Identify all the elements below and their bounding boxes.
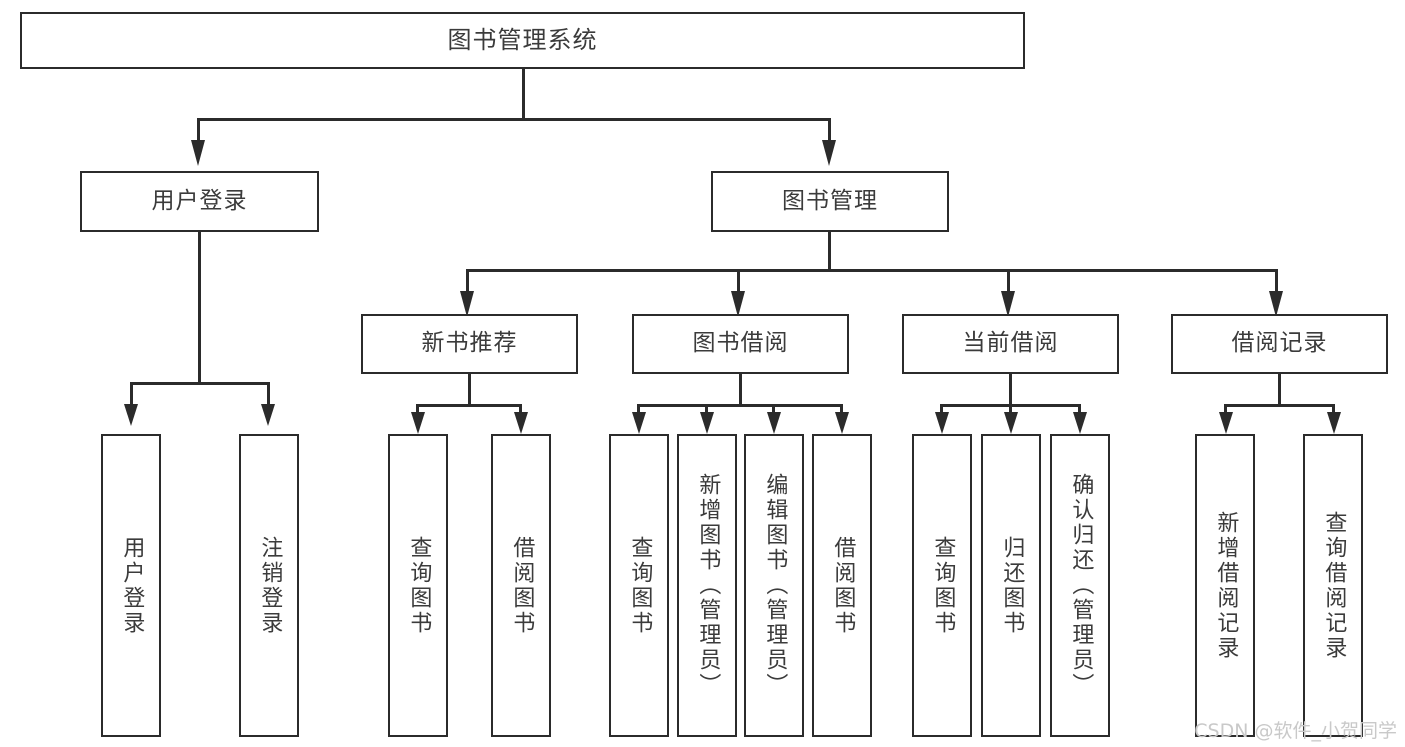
arrowhead-to-book-management	[822, 140, 836, 166]
edge-bb-bus	[637, 404, 843, 407]
arrowhead-to-user-login	[191, 140, 205, 166]
edge-bm-drop-3	[1007, 269, 1010, 291]
node-label: 借阅图书	[830, 535, 856, 636]
edge-book-management-bus	[466, 269, 1278, 272]
node-new-book-recommend[interactable]: 新书推荐	[361, 314, 578, 374]
arrowhead-to-leaf-edit-book	[767, 412, 781, 434]
node-label: 编辑图书（管理员）	[762, 473, 788, 698]
node-label: 归还图书	[999, 535, 1025, 636]
leaf-query-book-current[interactable]: 查询图书	[912, 434, 972, 737]
arrowhead-to-leaf-query-book-nbr	[411, 412, 425, 434]
edge-user-login-drop-2	[267, 382, 270, 404]
node-book-management[interactable]: 图书管理	[711, 171, 949, 232]
edge-book-management-stem	[828, 232, 831, 272]
edge-root-stem	[522, 69, 525, 120]
edge-cb-drop-3	[1078, 404, 1081, 414]
node-book-borrow[interactable]: 图书借阅	[632, 314, 849, 374]
node-borrow-record[interactable]: 借阅记录	[1171, 314, 1388, 374]
edge-bb-drop-1	[637, 404, 640, 414]
arrowhead-to-leaf-borrow-book-nbr	[514, 412, 528, 434]
arrowhead-to-leaf-query-record	[1327, 412, 1341, 434]
edge-bm-drop-4	[1275, 269, 1278, 291]
node-label: 图书管理	[782, 187, 878, 214]
arrowhead-to-leaf-logout	[261, 404, 275, 426]
node-label: 查询图书	[627, 535, 653, 636]
node-label: 确认归还（管理员）	[1068, 473, 1094, 698]
edge-bb-stem	[739, 374, 742, 407]
node-label: 用户登录	[151, 187, 248, 214]
leaf-user-login[interactable]: 用户登录	[101, 434, 161, 737]
edge-bb-drop-3	[772, 404, 775, 414]
arrowhead-to-leaf-query-book-cb	[935, 412, 949, 434]
arrowhead-to-leaf-return-book	[1004, 412, 1018, 434]
leaf-borrow-book-recommend[interactable]: 借阅图书	[491, 434, 551, 737]
leaf-add-borrow-record[interactable]: 新增借阅记录	[1195, 434, 1255, 737]
arrowhead-to-leaf-add-book	[700, 412, 714, 434]
edge-bm-drop-1	[466, 269, 469, 291]
node-label: 图书管理系统	[447, 26, 598, 55]
node-label: 当前借阅	[962, 330, 1059, 357]
node-label: 注销登录	[257, 535, 283, 636]
leaf-query-book-recommend[interactable]: 查询图书	[388, 434, 448, 737]
edge-br-drop-1	[1224, 404, 1227, 414]
edge-root-bus	[197, 118, 831, 121]
arrowhead-to-book-borrow	[731, 291, 745, 317]
arrowhead-to-leaf-borrow-book-bb	[835, 412, 849, 434]
node-current-borrow[interactable]: 当前借阅	[902, 314, 1119, 374]
edge-br-stem	[1278, 374, 1281, 407]
edge-br-bus	[1224, 404, 1335, 407]
arrowhead-to-new-book-recommend	[460, 291, 474, 317]
node-label: 查询图书	[930, 535, 956, 636]
node-label: 新书推荐	[421, 330, 518, 357]
leaf-borrow-book[interactable]: 借阅图书	[812, 434, 872, 737]
edge-cb-drop-2	[1009, 404, 1012, 414]
edge-nbr-drop-1	[416, 404, 419, 414]
leaf-query-book-borrow[interactable]: 查询图书	[609, 434, 669, 737]
edge-user-login-stem	[198, 232, 201, 385]
leaf-confirm-return-admin[interactable]: 确认归还（管理员）	[1050, 434, 1110, 737]
node-label: 查询图书	[406, 535, 432, 636]
edge-cb-stem	[1009, 374, 1012, 407]
node-label: 新增图书（管理员）	[695, 473, 721, 698]
leaf-logout[interactable]: 注销登录	[239, 434, 299, 737]
edge-nbr-bus	[416, 404, 522, 407]
node-label: 借阅记录	[1231, 330, 1328, 357]
arrowhead-to-leaf-confirm-return	[1073, 412, 1087, 434]
edge-cb-drop-1	[940, 404, 943, 414]
arrowhead-to-leaf-user-login	[124, 404, 138, 426]
edge-user-login-drop-1	[130, 382, 133, 404]
node-label: 借阅图书	[509, 535, 535, 636]
node-label: 图书借阅	[692, 330, 789, 357]
arrowhead-to-borrow-record	[1269, 291, 1283, 317]
arrowhead-to-current-borrow	[1001, 291, 1015, 317]
arrowhead-to-leaf-add-record	[1219, 412, 1233, 434]
node-label: 用户登录	[119, 535, 145, 636]
arrowhead-to-leaf-query-book-bb	[632, 412, 646, 434]
edge-root-drop-right	[828, 118, 831, 140]
edge-bb-drop-2	[705, 404, 708, 414]
leaf-return-book[interactable]: 归还图书	[981, 434, 1041, 737]
edge-bm-drop-2	[737, 269, 740, 291]
edge-root-drop-left	[197, 118, 200, 140]
edge-br-drop-2	[1332, 404, 1335, 414]
leaf-query-borrow-record[interactable]: 查询借阅记录	[1303, 434, 1363, 737]
node-label: 新增借阅记录	[1213, 510, 1239, 661]
node-root-book-management-system[interactable]: 图书管理系统	[20, 12, 1025, 69]
node-user-login[interactable]: 用户登录	[80, 171, 319, 232]
edge-nbr-stem	[468, 374, 471, 407]
edge-user-login-bus	[130, 382, 270, 385]
edge-nbr-drop-2	[519, 404, 522, 414]
node-label: 查询借阅记录	[1321, 510, 1347, 661]
leaf-add-book-admin[interactable]: 新增图书（管理员）	[677, 434, 737, 737]
edge-bb-drop-4	[840, 404, 843, 414]
leaf-edit-book-admin[interactable]: 编辑图书（管理员）	[744, 434, 804, 737]
